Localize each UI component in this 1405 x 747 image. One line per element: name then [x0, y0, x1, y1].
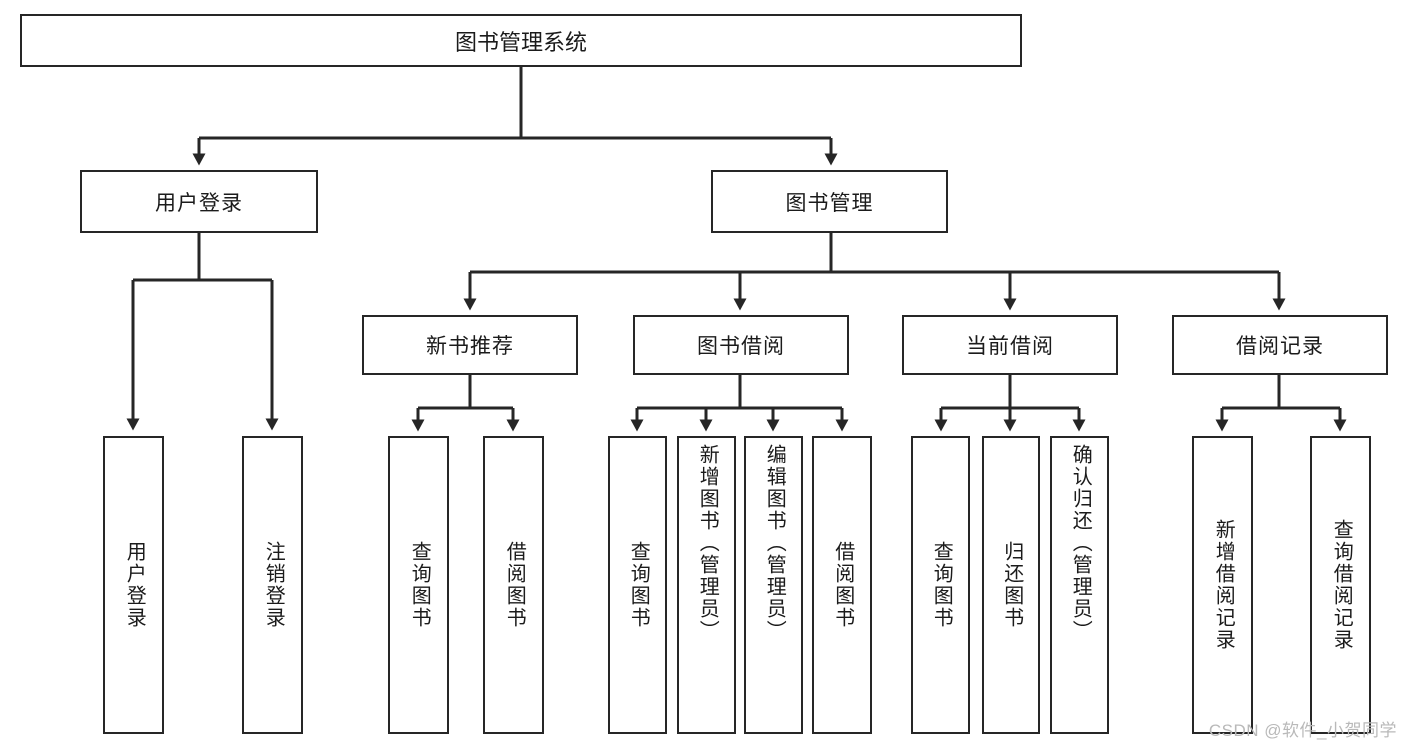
- leaf-recommend-borrow-book-label: 借阅图书: [503, 541, 526, 629]
- node-borrow-record[interactable]: 借阅记录: [1172, 315, 1388, 375]
- leaf-current-query-book[interactable]: 查询图书: [911, 436, 970, 734]
- leaf-borrow-query-book[interactable]: 查询图书: [608, 436, 667, 734]
- node-borrow-record-label: 借阅记录: [1236, 335, 1324, 358]
- leaf-query-borrow-record-label: 查询借阅记录: [1330, 519, 1353, 651]
- leaf-confirm-return-admin[interactable]: 确认归还（管理员）: [1050, 436, 1109, 734]
- node-root[interactable]: 图书管理系统: [20, 14, 1022, 67]
- leaf-return-book[interactable]: 归还图书: [982, 436, 1040, 734]
- leaf-edit-book-admin[interactable]: 编辑图书（管理员）: [744, 436, 803, 734]
- node-current-borrow-label: 当前借阅: [966, 335, 1054, 358]
- leaf-add-book-admin-label: 新增图书（管理员）: [696, 444, 719, 642]
- leaf-current-query-book-label: 查询图书: [930, 541, 953, 629]
- node-user-login[interactable]: 用户登录: [80, 170, 318, 233]
- leaf-confirm-return-admin-label: 确认归还（管理员）: [1069, 444, 1092, 642]
- leaf-recommend-query-book[interactable]: 查询图书: [388, 436, 449, 734]
- node-book-borrow[interactable]: 图书借阅: [633, 315, 849, 375]
- leaf-add-borrow-record-label: 新增借阅记录: [1212, 519, 1235, 651]
- leaf-borrow-query-book-label: 查询图书: [627, 541, 650, 629]
- leaf-recommend-borrow-book[interactable]: 借阅图书: [483, 436, 544, 734]
- leaf-borrow-book-label: 借阅图书: [831, 541, 854, 629]
- node-book-management[interactable]: 图书管理: [711, 170, 948, 233]
- leaf-add-book-admin[interactable]: 新增图书（管理员）: [677, 436, 736, 734]
- leaf-edit-book-admin-label: 编辑图书（管理员）: [763, 444, 786, 642]
- leaf-user-login[interactable]: 用户登录: [103, 436, 164, 734]
- leaf-recommend-query-book-label: 查询图书: [408, 541, 431, 629]
- leaf-borrow-book[interactable]: 借阅图书: [812, 436, 872, 734]
- node-new-book-recommend[interactable]: 新书推荐: [362, 315, 578, 375]
- node-new-book-recommend-label: 新书推荐: [426, 335, 514, 358]
- leaf-user-login-label: 用户登录: [123, 541, 146, 629]
- node-book-borrow-label: 图书借阅: [697, 335, 785, 358]
- leaf-return-book-label: 归还图书: [1000, 541, 1023, 629]
- node-current-borrow[interactable]: 当前借阅: [902, 315, 1118, 375]
- leaf-add-borrow-record[interactable]: 新增借阅记录: [1192, 436, 1253, 734]
- leaf-logout[interactable]: 注销登录: [242, 436, 303, 734]
- leaf-logout-label: 注销登录: [262, 541, 285, 629]
- node-user-login-label: 用户登录: [155, 191, 243, 215]
- node-book-management-label: 图书管理: [785, 191, 874, 215]
- leaf-query-borrow-record[interactable]: 查询借阅记录: [1310, 436, 1371, 734]
- node-root-label: 图书管理系统: [454, 29, 587, 55]
